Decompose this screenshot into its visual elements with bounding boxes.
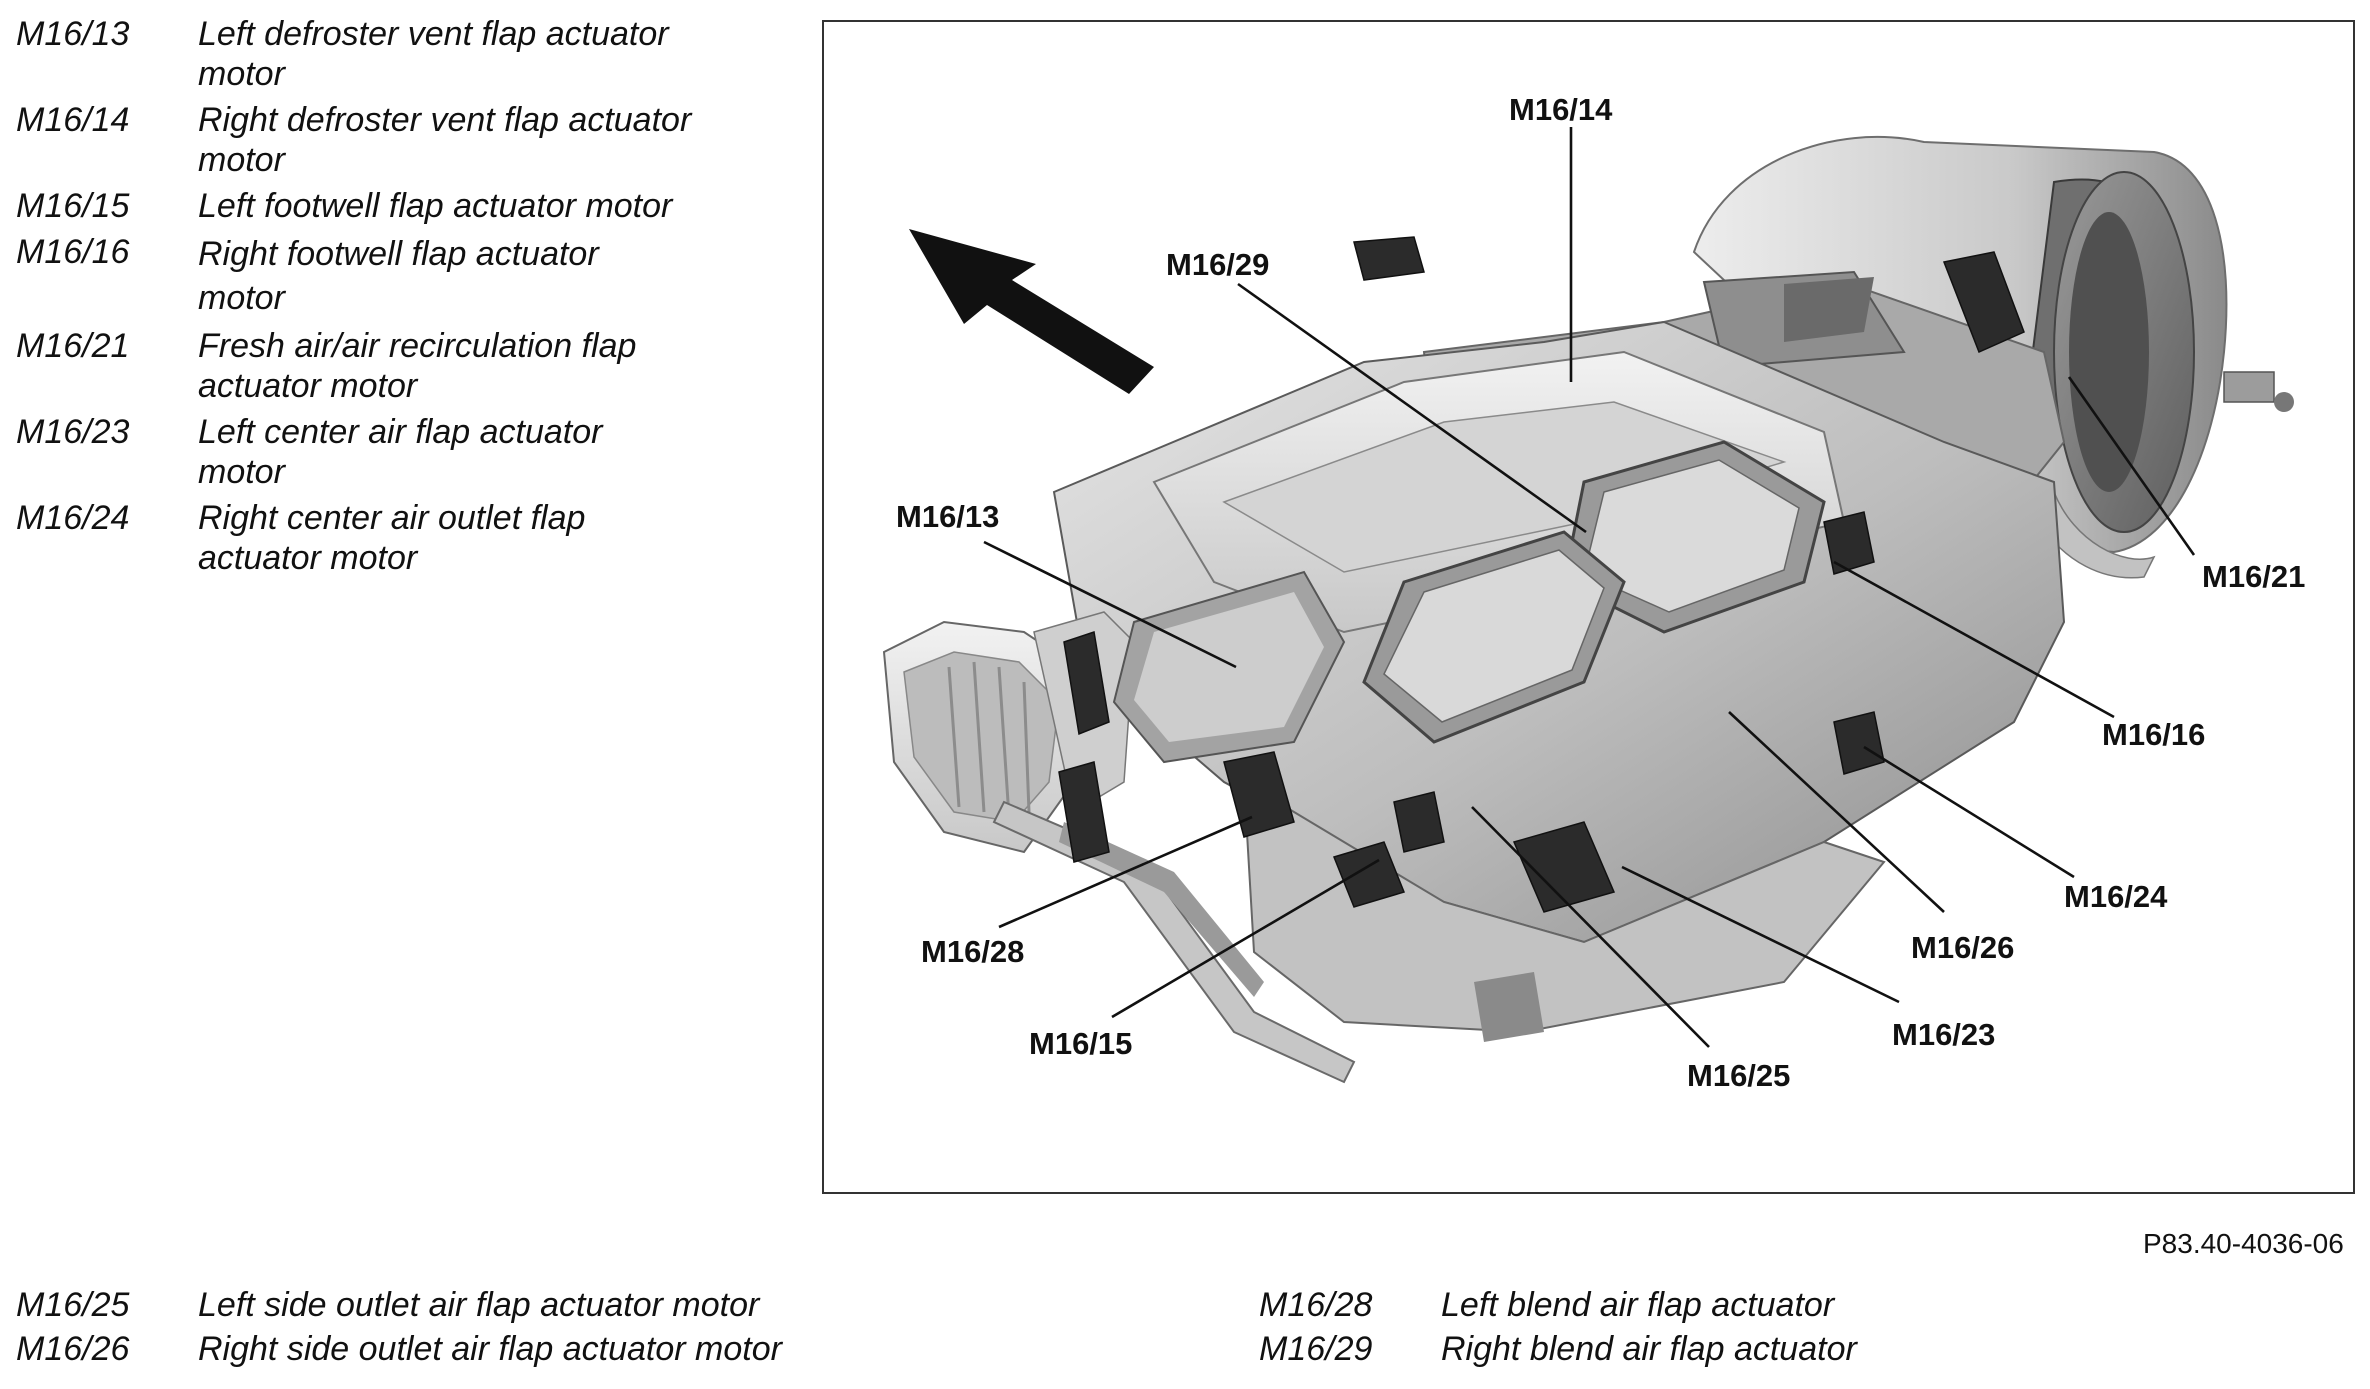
legend-item: M16/21 Fresh air/air recirculation flap … [16,326,736,406]
legend-code: M16/29 [1259,1330,1373,1368]
legend-item: M16/23 Left center air flap actuator mot… [16,412,736,492]
callout-m16-21: M16/21 [2202,559,2305,594]
callout-m16-23: M16/23 [1892,1017,1995,1052]
legend-bottom-right: M16/28 Left blend air flap actuator M16/… [1259,1285,2159,1373]
legend-description: Left footwell flap actuator motor [198,187,673,225]
leader-m16-25 [1471,806,1710,1048]
legend-description: Right footwell flap actuator motor [198,235,599,317]
lower-base [1242,780,1886,1042]
callout-m16-28: M16/28 [921,934,1024,969]
callout-m16-13: M16/13 [896,499,999,534]
legend-description: Left side outlet air flap actuator motor [198,1286,760,1324]
figure-reference-number: P83.40-4036-06 [2143,1228,2344,1259]
leader-m16-28 [998,815,1253,929]
legend-item: M16/15 Left footwell flap actuator motor [16,186,736,226]
legend-code: M16/15 [16,187,130,225]
leader-m16-16 [1833,560,2115,719]
leader-lines [983,127,2196,1048]
legend-code: M16/24 [16,499,130,537]
callout-m16-26: M16/26 [1911,930,2014,965]
legend-item: M16/13 Left defroster vent flap actuator… [16,14,736,94]
legend-description: Fresh air/air recirculation flap actuato… [198,327,637,405]
legend-code: M16/28 [1259,1286,1373,1324]
legend-description: Left blend air flap actuator [1441,1286,1835,1324]
legend-code: M16/16 [16,233,130,271]
callout-m16-16: M16/16 [2102,717,2205,752]
legend-code: M16/14 [16,101,130,139]
callout-m16-24: M16/24 [2064,879,2168,914]
hvac-unit-illustration: M16/14 M16/29 M16/13 M16/21 M16/16 M16/2… [882,92,2305,1093]
legend-top: M16/13 Left defroster vent flap actuator… [16,14,736,584]
leader-m16-13 [983,540,1237,669]
legend-description: Right blend air flap actuator [1441,1330,1857,1368]
legend-item: M16/25 Left side outlet air flap actuato… [16,1285,916,1325]
leader-m16-21 [2067,376,2196,556]
leader-m16-26 [1728,711,1945,913]
legend-description: Left defroster vent flap actuator motor [198,15,669,93]
center-outlets [1112,440,1826,764]
legend-code: M16/25 [16,1286,130,1324]
callout-m16-15: M16/15 [1029,1026,1132,1061]
legend-code: M16/23 [16,413,130,451]
leader-m16-24 [1863,745,2075,879]
legend-code: M16/21 [16,327,130,365]
callout-m16-29: M16/29 [1166,247,1269,282]
actuator-parts [1058,236,2025,913]
leader-m16-23 [1621,865,1900,1004]
callout-m16-25: M16/25 [1687,1058,1790,1093]
legend-item: M16/14 Right defroster vent flap actuato… [16,100,736,180]
legend-description: Left center air flap actuator motor [198,413,603,491]
legend-description: Right center air outlet flap actuator mo… [198,499,586,577]
leader-m16-15 [1111,858,1380,1019]
callout-m16-14: M16/14 [1509,92,1613,127]
legend-description: Right defroster vent flap actuator motor [198,101,692,179]
diagram-frame: M16/14 M16/29 M16/13 M16/21 M16/16 M16/2… [822,20,2355,1194]
legend-code: M16/13 [16,15,130,53]
direction-arrow-icon [909,229,1154,394]
legend-bottom-left: M16/25 Left side outlet air flap actuato… [16,1285,916,1373]
legend-item: M16/28 Left blend air flap actuator [1259,1285,2159,1325]
legend-item: M16/16 Right footwell flap actuator moto… [16,232,736,320]
legend-description: Right side outlet air flap actuator moto… [198,1330,782,1368]
legend-item: M16/29 Right blend air flap actuator [1259,1329,2159,1369]
leader-m16-29 [1237,282,1587,534]
legend-item: M16/26 Right side outlet air flap actuat… [16,1329,916,1369]
legend-item: M16/24 Right center air outlet flap actu… [16,498,736,578]
legend-code: M16/26 [16,1330,130,1368]
